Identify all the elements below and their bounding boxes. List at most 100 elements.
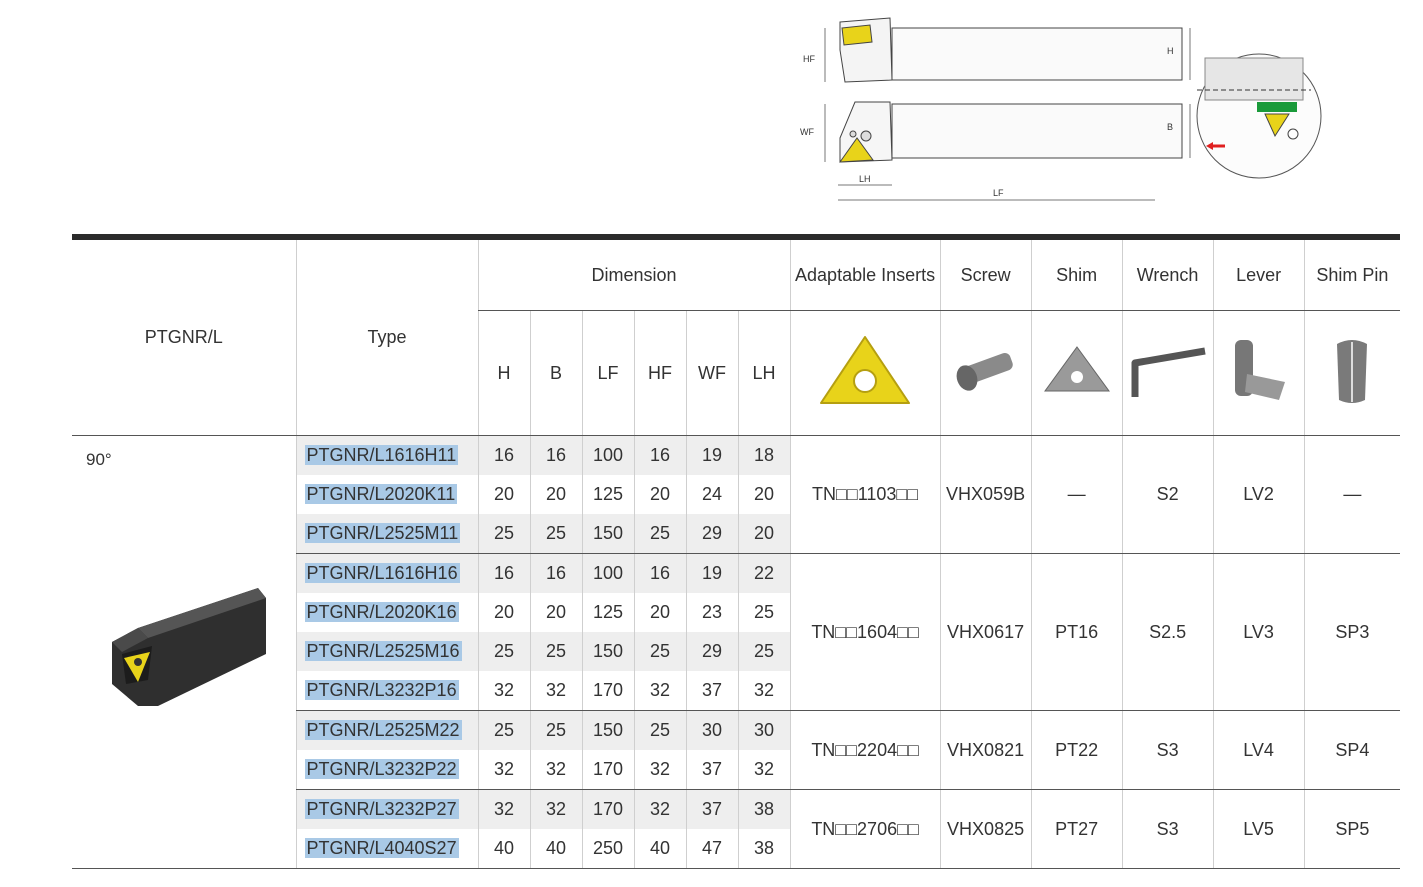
dim-cell: 25 (737, 593, 791, 632)
type-cell: PTGNR/L3232P22 (295, 750, 478, 790)
dim-cell: 125 (581, 475, 634, 514)
dim-cell: 20 (737, 514, 791, 554)
dim-h-header: H (477, 310, 530, 436)
dim-cell: 100 (581, 435, 634, 475)
dim-cell: 32 (529, 789, 582, 829)
dim-cell: 30 (685, 710, 738, 750)
tool-holder-drawing: HF H WF B LH LF (800, 17, 1322, 201)
dim-cell: 40 (633, 829, 686, 869)
shim-pin-image (1303, 310, 1401, 436)
lever-cell: LV5 (1212, 789, 1305, 869)
dim-wf-header: WF (685, 310, 738, 436)
top-view (824, 101, 1191, 201)
wrench-icon (1131, 347, 1206, 397)
dim-cell: 32 (477, 750, 530, 790)
dim-cell: 20 (529, 475, 582, 514)
screw-image (939, 310, 1032, 436)
dim-cell: 18 (737, 435, 791, 475)
type-cell: PTGNR/L1616H11 (295, 435, 478, 475)
type-cell: PTGNR/L3232P27 (295, 789, 478, 829)
dim-cell: 25 (529, 514, 582, 554)
dim-cell: 25 (633, 710, 686, 750)
dim-cell: 20 (633, 593, 686, 632)
dim-cell: 22 (737, 553, 791, 593)
dim-cell: 150 (581, 514, 634, 554)
dim-cell: 25 (529, 632, 582, 671)
dim-cell: 170 (581, 789, 634, 829)
tool-holder-image (112, 588, 266, 706)
type-cell: PTGNR/L1616H16 (295, 553, 478, 593)
dim-lh-header: LH (737, 310, 791, 436)
type-cell: PTGNR/L2525M16 (295, 632, 478, 671)
table-row: PTGNR/L2020K16 20 20 125 20 23 25 (72, 593, 1400, 632)
dim-cell: 16 (477, 435, 530, 475)
dim-cell: 16 (529, 553, 582, 593)
dim-cell: 32 (477, 789, 530, 829)
type-cell: PTGNR/L2525M11 (295, 514, 478, 554)
shim-pin-cell: SP4 (1303, 710, 1401, 790)
dim-cell: 40 (529, 829, 582, 869)
dim-cell: 30 (737, 710, 791, 750)
dim-cell: 25 (477, 632, 530, 671)
dim-cell: 32 (477, 671, 530, 711)
screw-cell: VHX0617 (939, 553, 1032, 711)
label-lf: LF (993, 188, 1004, 198)
screw-header: Screw (939, 237, 1032, 311)
angle-cell: 90° (72, 435, 296, 869)
wrench-header: Wrench (1121, 237, 1214, 311)
lever-cell: LV3 (1212, 553, 1305, 711)
angle-label: 90° (86, 450, 112, 469)
dim-cell: 25 (477, 710, 530, 750)
dim-cell: 20 (633, 475, 686, 514)
side-view (824, 17, 1191, 83)
dim-cell: 32 (529, 671, 582, 711)
dim-cell: 19 (685, 435, 738, 475)
wrench-cell: S2 (1121, 435, 1214, 554)
type-cell: PTGNR/L3232P16 (295, 671, 478, 711)
lever-cell: LV4 (1212, 710, 1305, 790)
dim-cell: 32 (737, 750, 791, 790)
dim-cell: 170 (581, 671, 634, 711)
shim-pin-cell: — (1303, 435, 1401, 554)
dim-cell: 20 (529, 593, 582, 632)
dim-cell: 32 (633, 671, 686, 711)
dim-cell: 16 (633, 553, 686, 593)
dim-cell: 20 (737, 475, 791, 514)
dim-cell: 32 (633, 789, 686, 829)
dimension-header: Dimension (477, 237, 791, 311)
dim-cell: 16 (477, 553, 530, 593)
table-row: 90° PTGNR/L1616H11 16 16 100 16 19 18 TN… (72, 435, 1401, 869)
shim-image (1030, 310, 1123, 436)
shim-header: Shim (1030, 237, 1123, 311)
type-header: Type (295, 237, 478, 436)
dim-cell: 125 (581, 593, 634, 632)
table-row: PTGNR/L2525M11 25 25 150 25 29 20 (72, 514, 1400, 554)
screw-icon (956, 352, 1013, 391)
label-h: H (1167, 46, 1174, 56)
dim-cell: 25 (477, 514, 530, 554)
dim-cell: 16 (529, 435, 582, 475)
type-cell: PTGNR/L2525M22 (295, 710, 478, 750)
shim-cell: PT27 (1030, 789, 1123, 869)
dim-cell: 32 (737, 671, 791, 711)
dim-cell: 38 (737, 829, 791, 869)
shim-icon (1043, 345, 1110, 391)
dim-cell: 250 (581, 829, 634, 869)
triangle-insert-icon (820, 335, 911, 404)
table-row: PTGNR/L1616H16 16 16 100 16 19 22 TN□□16… (72, 553, 1401, 711)
table-row: PTGNR/L2525M16 25 25 150 25 29 25 (72, 632, 1400, 671)
dim-hf-header: HF (633, 310, 686, 436)
shim-pin-cell: SP5 (1303, 789, 1401, 869)
label-lh: LH (859, 174, 871, 184)
shim-cell: — (1030, 435, 1123, 554)
dim-cell: 47 (685, 829, 738, 869)
table-row: PTGNR/L3232P16 32 32 170 32 37 32 (72, 671, 1400, 711)
shim-pin-icon (1337, 339, 1368, 403)
dim-cell: 25 (529, 710, 582, 750)
dim-cell: 16 (633, 435, 686, 475)
screw-cell: VHX059B (939, 435, 1032, 554)
inserts-header: Adaptable Inserts (789, 237, 941, 311)
table-row: PTGNR/L3232P27 32 32 170 32 37 38 TN□□27… (72, 789, 1401, 869)
dim-cell: 20 (477, 593, 530, 632)
lever-image (1212, 310, 1305, 436)
